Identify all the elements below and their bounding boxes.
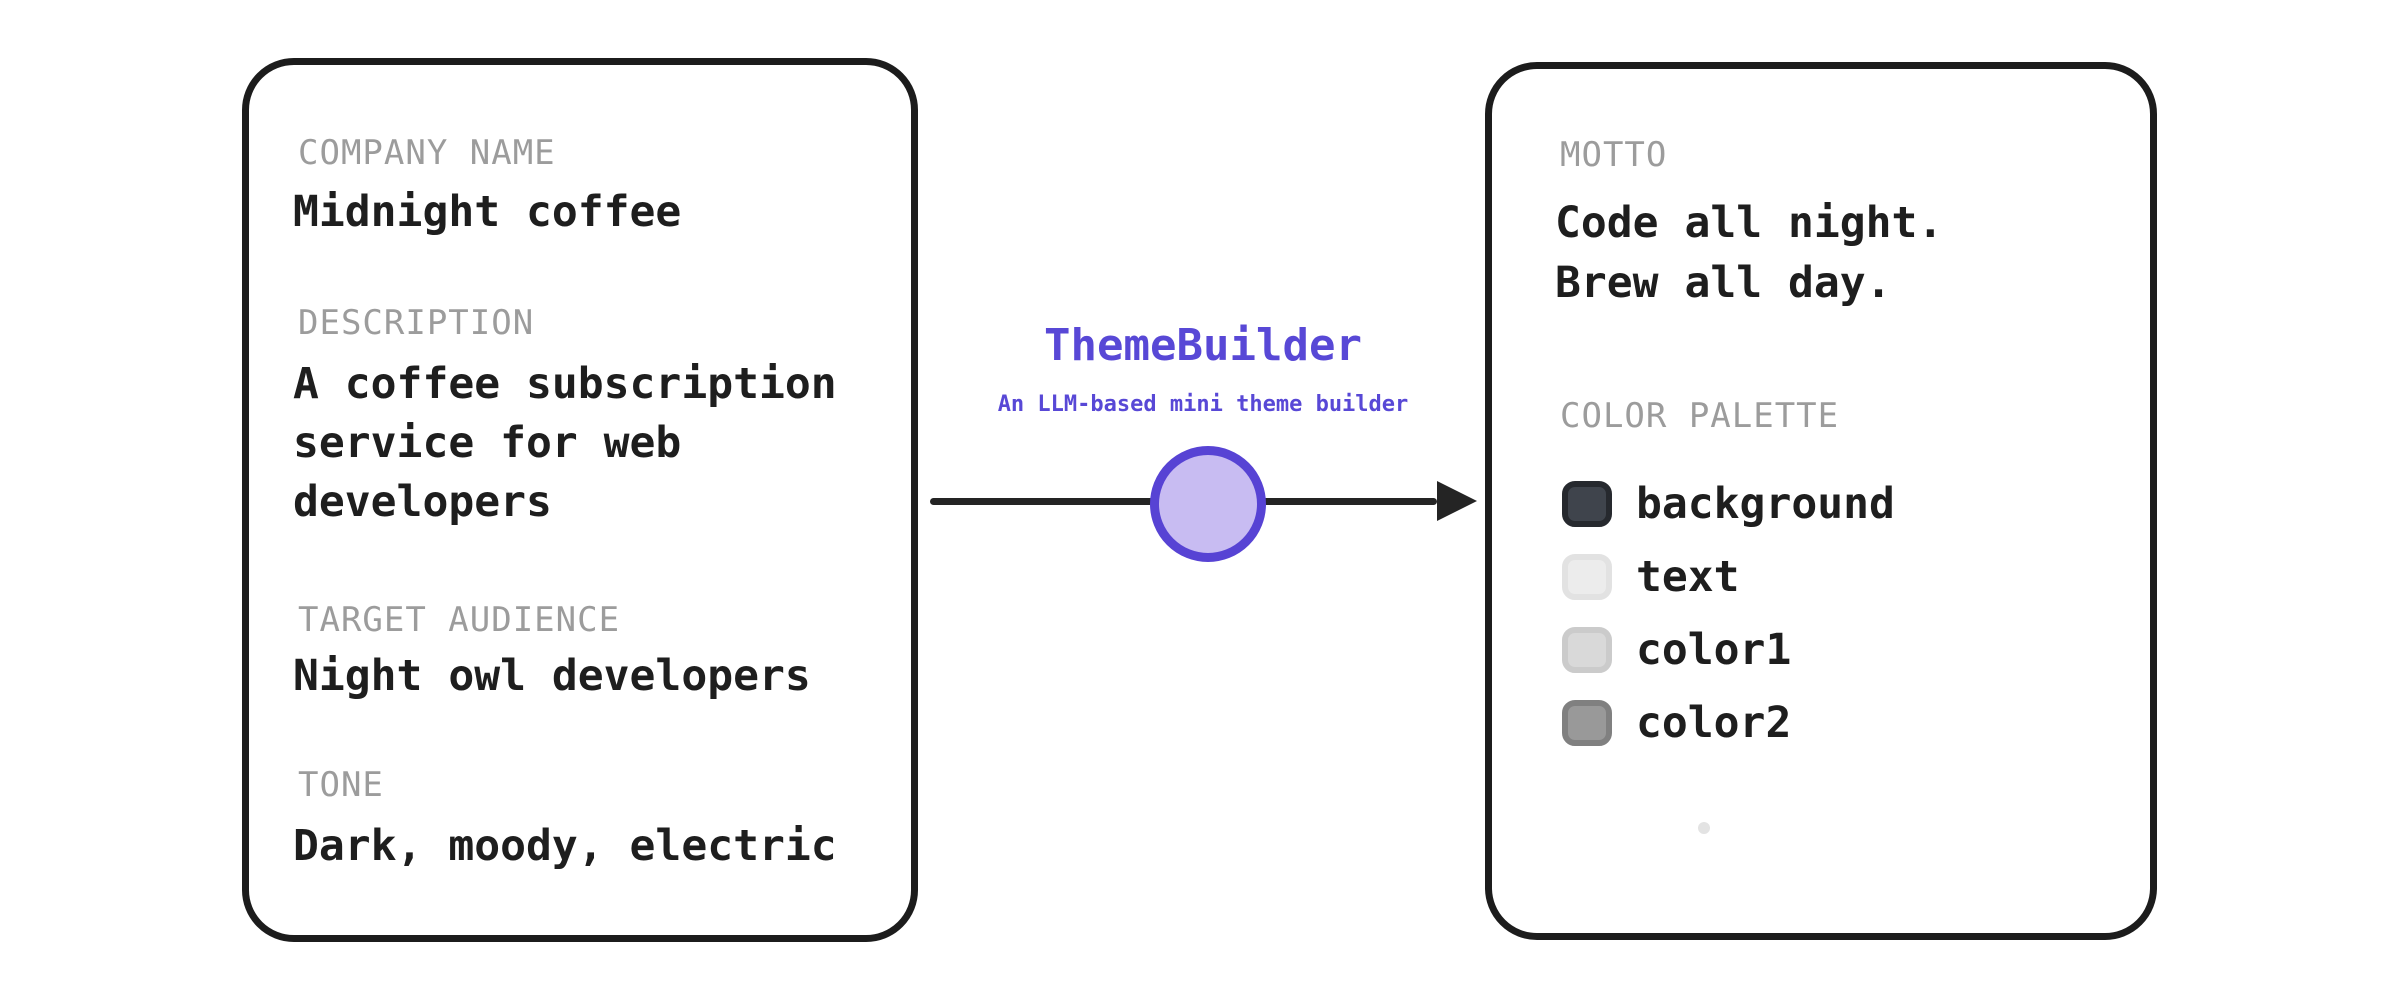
tone-label: TONE xyxy=(298,765,384,805)
processor-subtitle: An LLM-based mini theme builder xyxy=(997,392,1409,417)
input-card: COMPANY NAME Midnight coffee DESCRIPTION… xyxy=(242,58,918,942)
tone-value: Dark, moody, electric xyxy=(293,821,837,871)
palette-row-background: background xyxy=(1562,480,1895,528)
description-label: DESCRIPTION xyxy=(298,303,535,343)
text-swatch-name: text xyxy=(1636,552,1740,602)
color1-swatch-name: color1 xyxy=(1636,625,1792,675)
target-audience-value: Night owl developers xyxy=(293,651,811,701)
processor-title: ThemeBuilder xyxy=(1044,320,1362,371)
background-swatch xyxy=(1562,481,1612,527)
company-name-value: Midnight coffee xyxy=(293,187,682,237)
background-swatch-name: background xyxy=(1636,479,1895,529)
palette-row-color1: color1 xyxy=(1562,626,1791,674)
color1-swatch xyxy=(1562,627,1612,673)
color2-swatch xyxy=(1562,700,1612,746)
color-palette-label: COLOR PALETTE xyxy=(1560,396,1840,436)
processor-node-circle xyxy=(1150,446,1266,562)
palette-row-color2: color2 xyxy=(1562,699,1791,747)
palette-row-text: text xyxy=(1562,553,1740,601)
company-name-label: COMPANY NAME xyxy=(298,133,556,173)
motto-label: MOTTO xyxy=(1560,135,1668,175)
description-value: A coffee subscription service for web de… xyxy=(293,359,837,527)
flow-arrow-head-icon xyxy=(1437,481,1477,521)
target-audience-label: TARGET AUDIENCE xyxy=(298,600,621,640)
output-card: MOTTO Code all night. Brew all day. COLO… xyxy=(1485,62,2157,940)
color2-swatch-name: color2 xyxy=(1636,698,1792,748)
text-swatch xyxy=(1562,554,1612,600)
decorative-dot xyxy=(1698,822,1710,834)
motto-value: Code all night. Brew all day. xyxy=(1555,198,1944,308)
